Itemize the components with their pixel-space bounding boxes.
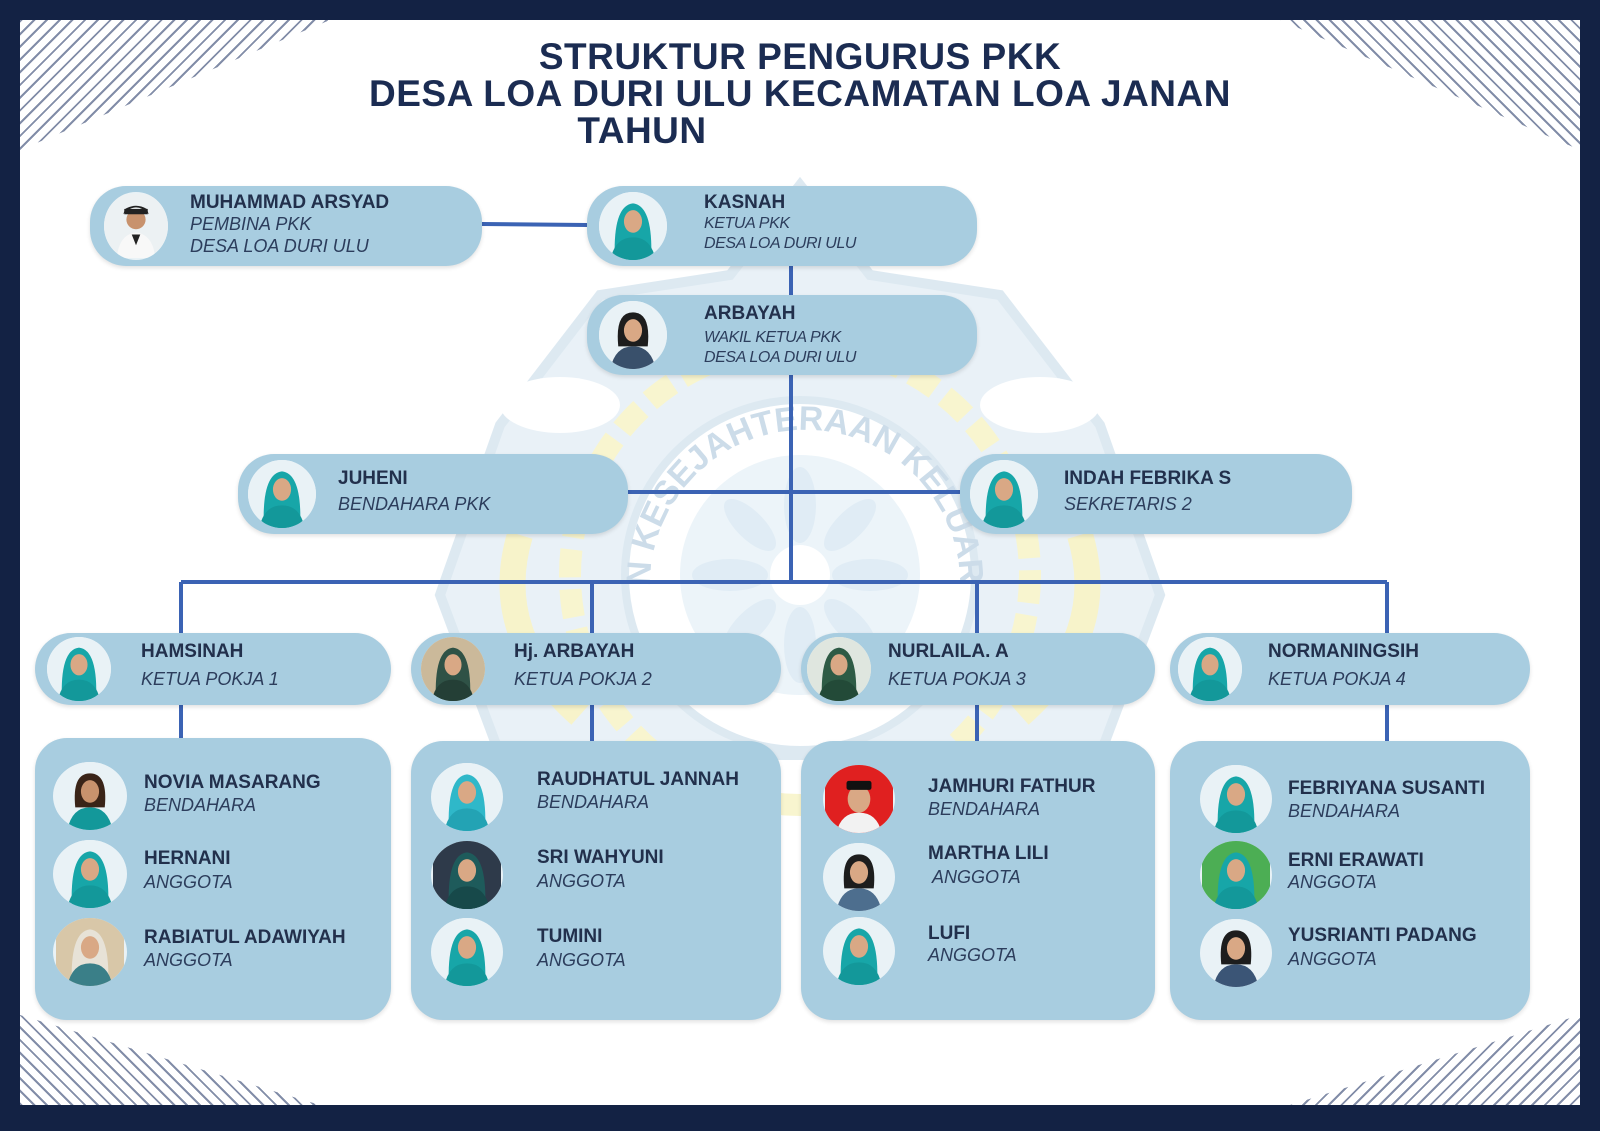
member-role: ANGGOTA bbox=[537, 871, 626, 891]
woman-avatar bbox=[53, 762, 127, 830]
pembina-role: PEMBINA PKK bbox=[190, 214, 312, 234]
member-role: BENDAHARA bbox=[537, 792, 650, 812]
woman-avatar bbox=[599, 301, 667, 369]
member-name: RABIATUL ADAWIYAH bbox=[144, 927, 346, 948]
woman-avatar bbox=[1200, 919, 1272, 987]
card-sekretaris: INDAH FEBRIKA S SEKRETARIS 2 bbox=[960, 454, 1352, 534]
member-role: ANGGOTA bbox=[537, 950, 626, 970]
pokja-1-head-role: KETUA POKJA 1 bbox=[141, 669, 279, 689]
woman-hijab-avatar bbox=[1178, 637, 1242, 701]
card-pembina: MUHAMMAD ARSYAD PEMBINA PKK DESA LOA DUR… bbox=[90, 186, 482, 266]
sekretaris-name: INDAH FEBRIKA S bbox=[1064, 468, 1232, 489]
member-name: HERNANI bbox=[144, 848, 231, 869]
wakil-name: ARBAYAH bbox=[704, 303, 796, 324]
ketua-name: KASNAH bbox=[704, 192, 786, 213]
woman-hijab-avatar bbox=[248, 460, 316, 528]
pembina-village: DESA LOA DURI ULU bbox=[190, 236, 369, 256]
member-name: NOVIA MASARANG bbox=[144, 772, 321, 793]
member-role: ANGGOTA bbox=[1288, 949, 1377, 969]
card-wakil-ketua: ARBAYAH WAKIL KETUA PKK DESA LOA DURI UL… bbox=[587, 295, 977, 375]
woman-hijab-avatar bbox=[431, 918, 503, 986]
card-pokja-1-head: HAMSINAH KETUA POKJA 1 bbox=[35, 633, 391, 705]
pokja-2-head-name: Hj. ARBAYAH bbox=[514, 641, 635, 662]
woman-dark-hijab-avatar bbox=[431, 841, 503, 909]
org-connector-lines bbox=[179, 222, 1389, 741]
card-pokja-2-head: Hj. ARBAYAH KETUA POKJA 2 bbox=[411, 633, 781, 705]
woman-hijab-avatar bbox=[599, 192, 667, 260]
member-name: JAMHURI FATHUR bbox=[928, 776, 1096, 797]
chart-frame: DAN KESEJAHTERAAN KELUARGA STRUKTUR PENG… bbox=[20, 20, 1580, 1105]
member-role: BENDAHARA bbox=[928, 799, 1041, 819]
woman-hijab-avatar bbox=[53, 840, 127, 908]
pokja-3-head-name: NURLAILA. A bbox=[888, 641, 1009, 662]
member-name: RAUDHATUL JANNAH bbox=[537, 769, 739, 790]
member-name: YUSRIANTI PADANG bbox=[1288, 925, 1477, 946]
woman-avatar bbox=[823, 843, 895, 911]
pokja-2-members: RAUDHATUL JANNAH BENDAHARA SRI WAHYUNI A… bbox=[411, 741, 781, 1020]
pembina-name: MUHAMMAD ARSYAD bbox=[190, 192, 390, 213]
member-role: ANGGOTA bbox=[928, 945, 1017, 965]
woman-hijab-avatar bbox=[431, 763, 503, 831]
woman-hijab-avatar bbox=[1200, 765, 1272, 833]
member-name: FEBRIYANA SUSANTI bbox=[1288, 778, 1486, 799]
member-role: BENDAHARA bbox=[1288, 801, 1401, 821]
bendahara-pkk-role: BENDAHARA PKK bbox=[338, 494, 491, 514]
pokja-3-head-role: KETUA POKJA 3 bbox=[888, 669, 1026, 689]
title-line-3: TAHUN bbox=[577, 110, 707, 151]
pokja-3-members: JAMHURI FATHUR BENDAHARA MARTHA LILI ANG… bbox=[801, 741, 1155, 1020]
wakil-village: DESA LOA DURI ULU bbox=[704, 349, 857, 366]
woman-dark-hijab-avatar bbox=[421, 637, 485, 701]
ketua-village: DESA LOA DURI ULU bbox=[704, 235, 857, 252]
woman-hijab-avatar bbox=[970, 460, 1038, 528]
woman-hijab-avatar bbox=[53, 918, 127, 986]
member-name: SRI WAHYUNI bbox=[537, 847, 664, 868]
card-ketua: KASNAH KETUA PKK DESA LOA DURI ULU bbox=[587, 186, 977, 266]
woman-hijab-avatar bbox=[47, 637, 111, 701]
sekretaris-role: SEKRETARIS 2 bbox=[1064, 494, 1192, 514]
member-name: MARTHA LILI bbox=[928, 843, 1049, 864]
ketua-role: KETUA PKK bbox=[704, 215, 790, 232]
pokja-4-members: FEBRIYANA SUSANTI BENDAHARA ERNI ERAWATI… bbox=[1170, 741, 1530, 1020]
wakil-role: WAKIL KETUA PKK bbox=[704, 329, 841, 346]
woman-hijab-avatar bbox=[823, 917, 895, 985]
member-role: ANGGOTA bbox=[144, 872, 233, 892]
pokja-4-head-role: KETUA POKJA 4 bbox=[1268, 669, 1406, 689]
member-role: ANGGOTA bbox=[932, 867, 1021, 887]
card-bendahara-pkk: JUHENI BENDAHARA PKK bbox=[238, 454, 628, 534]
man-peci-avatar bbox=[823, 765, 895, 833]
member-role: ANGGOTA bbox=[144, 950, 233, 970]
woman-dark-hijab-avatar bbox=[807, 637, 871, 701]
woman-hijab-avatar bbox=[1200, 841, 1272, 909]
card-pokja-3-head: NURLAILA. A KETUA POKJA 3 bbox=[801, 633, 1155, 705]
pokja-2-head-role: KETUA POKJA 2 bbox=[514, 669, 652, 689]
member-name: ERNI ERAWATI bbox=[1288, 850, 1424, 871]
card-pokja-4-head: NORMANINGSIH KETUA POKJA 4 bbox=[1170, 633, 1530, 705]
member-name: LUFI bbox=[928, 923, 971, 944]
pokja-1-head-name: HAMSINAH bbox=[141, 641, 244, 662]
bendahara-pkk-name: JUHENI bbox=[338, 468, 408, 489]
pokja-4-head-name: NORMANINGSIH bbox=[1268, 641, 1419, 662]
member-name: TUMINI bbox=[537, 926, 603, 947]
title-line-2: DESA LOA DURI ULU KECAMATAN LOA JANAN bbox=[369, 73, 1231, 114]
pokja-1-members: NOVIA MASARANG BENDAHARA HERNANI ANGGOTA… bbox=[35, 738, 391, 1020]
member-role: ANGGOTA bbox=[1288, 872, 1377, 892]
title-line-1: STRUKTUR PENGURUS PKK bbox=[538, 36, 1062, 77]
man-uniform-avatar bbox=[104, 192, 168, 260]
member-role: BENDAHARA bbox=[144, 795, 257, 815]
